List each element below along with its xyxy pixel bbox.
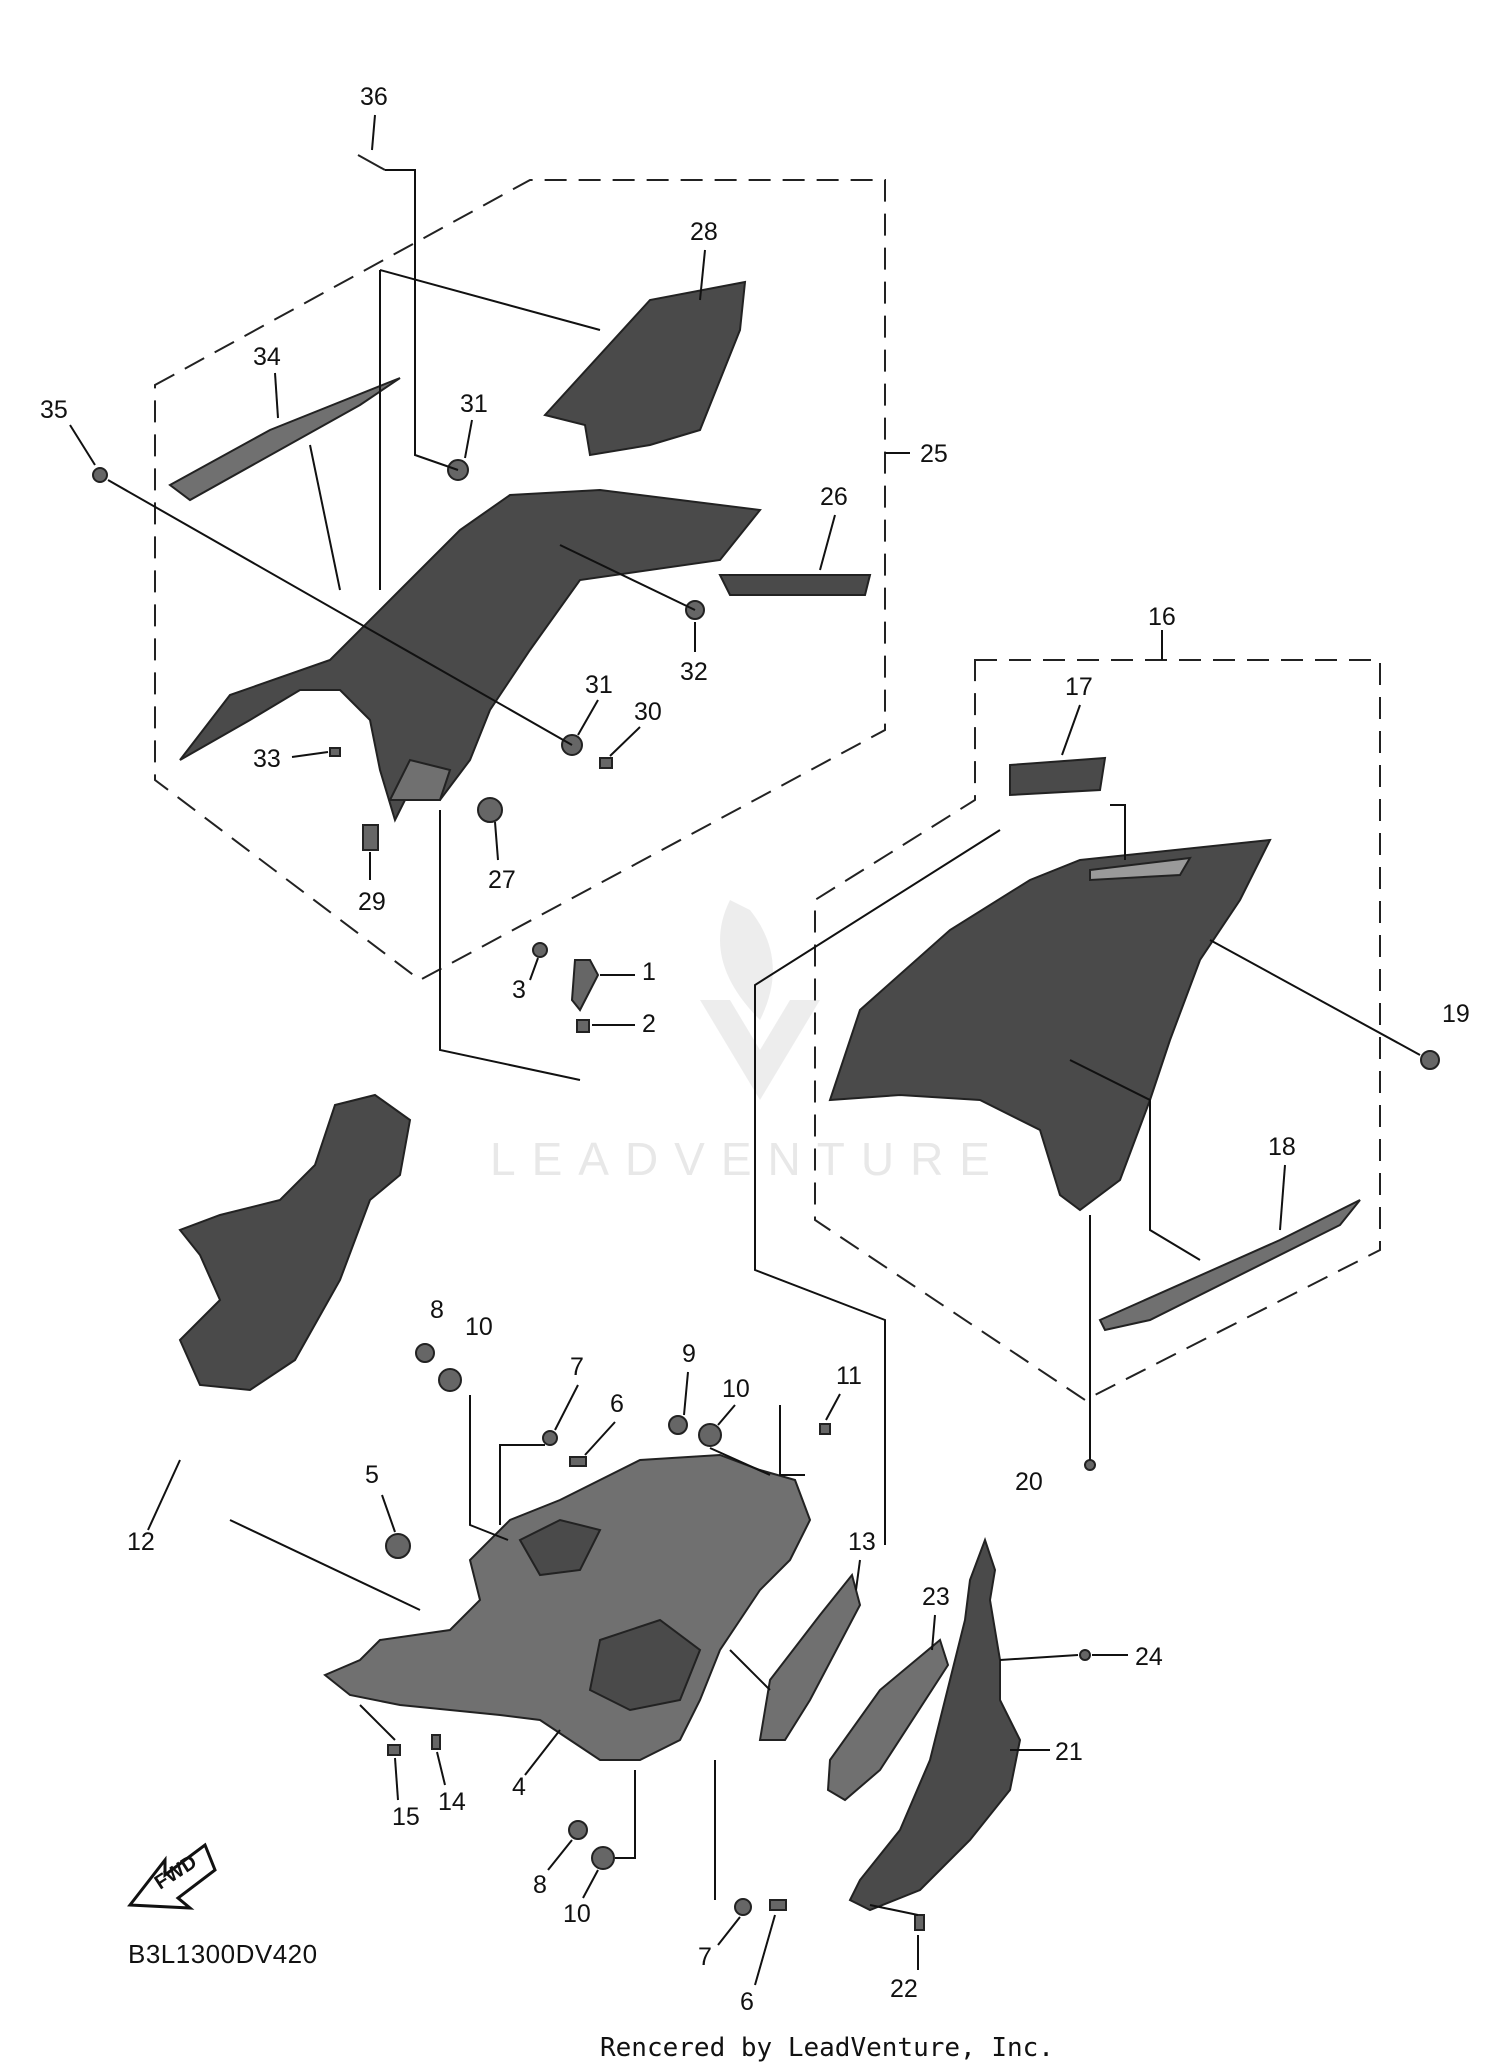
callout-6-lower: 6 (740, 1988, 754, 2016)
part-10-washer-lower (591, 1846, 615, 1870)
watermark-text: LEADVENTURE (490, 1133, 1006, 1185)
part-14-screw (431, 1734, 441, 1750)
part-9-bolt (668, 1415, 688, 1435)
callout-4: 4 (512, 1773, 526, 1801)
callout-14: 14 (438, 1788, 466, 1816)
side-fairing-panel (828, 838, 1272, 1212)
callout-31-lower: 31 (585, 671, 613, 699)
assembly-25-outline (154, 179, 886, 982)
callout-6-upper: 6 (610, 1390, 624, 1418)
part-4-frame (323, 1453, 812, 1761)
callout-28: 28 (690, 218, 718, 246)
callout-7-lower: 7 (698, 1943, 712, 1971)
part-19-bolt (1420, 1050, 1440, 1070)
callout-12: 12 (127, 1528, 155, 1556)
part-22-bolt (914, 1914, 925, 1931)
part-10-washer-mid (698, 1423, 722, 1447)
callout-21: 21 (1055, 1738, 1083, 1766)
callout-9: 9 (682, 1340, 696, 1368)
callout-8-lower: 8 (533, 1871, 547, 1899)
part-8-nut-upper (415, 1343, 435, 1363)
part-28-cover (543, 280, 747, 457)
callout-25: 25 (920, 440, 948, 468)
part-10-washer-upper (438, 1368, 462, 1392)
callout-31-upper: 31 (460, 390, 488, 418)
part-2-clip (576, 1019, 590, 1033)
part-35-bolt (92, 467, 108, 483)
watermark: LEADVENTURE (490, 900, 1006, 1185)
callout-7-upper: 7 (570, 1353, 584, 1381)
part-3-screw (532, 942, 548, 958)
part-17-strip (1009, 756, 1107, 797)
part-8-nut-lower (568, 1820, 588, 1840)
part-33-clip (329, 747, 341, 757)
callout-16: 16 (1148, 603, 1176, 631)
callout-22: 22 (890, 1975, 918, 2003)
part-20-bolt (1084, 1459, 1096, 1471)
callout-23: 23 (922, 1583, 950, 1611)
callout-10-mid: 10 (722, 1375, 750, 1403)
callout-19: 19 (1442, 1000, 1470, 1028)
callout-17: 17 (1065, 673, 1093, 701)
callout-13: 13 (848, 1528, 876, 1556)
callout-32: 32 (680, 658, 708, 686)
part-13-strip (758, 1572, 862, 1741)
part-15-clip (387, 1744, 401, 1756)
callout-34: 34 (253, 343, 281, 371)
footer-credit: Rencered by LeadVenture, Inc. (600, 2033, 1054, 2063)
callout-10-upper: 10 (465, 1313, 493, 1341)
callout-33: 33 (253, 745, 281, 773)
callout-20: 20 (1015, 1468, 1043, 1496)
part-5-grommet (385, 1533, 411, 1559)
assembly-16-outline (814, 659, 1381, 1402)
callout-2: 2 (642, 1010, 656, 1038)
callout-29: 29 (358, 888, 386, 916)
diagram-code: B3L1300DV420 (128, 1939, 318, 1969)
callout-5: 5 (365, 1461, 379, 1489)
part-34-strip (168, 377, 401, 502)
callout-26: 26 (820, 483, 848, 511)
part-30-clip (599, 757, 613, 769)
part-23-strip (826, 1638, 950, 1802)
callout-10-lower: 10 (563, 1900, 591, 1928)
part-21-panel (848, 1537, 1022, 1912)
part-7-washer-upper (542, 1430, 558, 1446)
callout-35: 35 (40, 396, 68, 424)
part-1-bracket (570, 959, 600, 1012)
part-11-clip (819, 1423, 831, 1435)
callout-15: 15 (392, 1803, 420, 1831)
part-18-strip (1098, 1199, 1361, 1332)
part-36-bolt (357, 154, 386, 171)
part-6-bolt-upper (569, 1456, 587, 1467)
part-6-bolt-lower (769, 1899, 787, 1911)
callout-8-upper: 8 (430, 1296, 444, 1324)
fwd-arrow-icon: FWD (127, 1842, 217, 1910)
callout-36: 36 (360, 83, 388, 111)
part-24-screw (1079, 1649, 1091, 1661)
callout-30: 30 (634, 698, 662, 726)
callout-1: 1 (642, 958, 656, 986)
callout-27: 27 (488, 866, 516, 894)
callout-18: 18 (1268, 1133, 1296, 1161)
part-26-strip (718, 574, 872, 596)
callout-24: 24 (1135, 1643, 1163, 1671)
part-27-grommet (477, 797, 503, 823)
part-7-washer-lower (734, 1898, 752, 1916)
callout-11: 11 (836, 1362, 862, 1390)
part-12-duct (178, 1093, 412, 1392)
part-29-bracket (362, 824, 379, 851)
callout-3: 3 (512, 976, 526, 1004)
